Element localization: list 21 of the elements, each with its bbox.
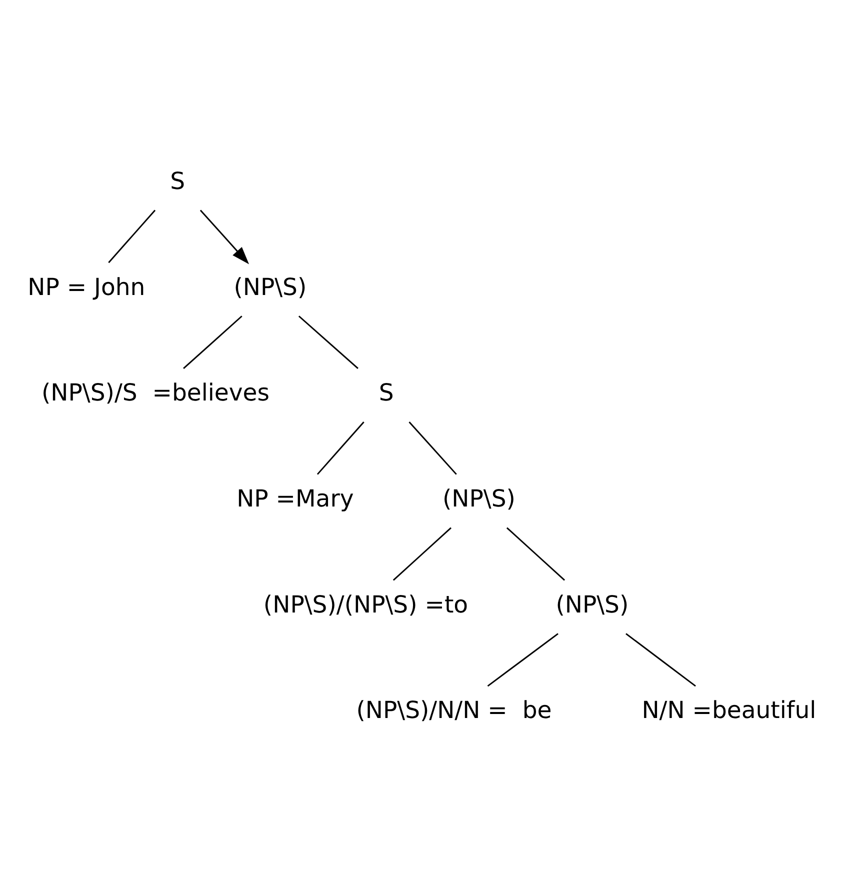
connector xyxy=(298,315,358,368)
node-text: (NP\S)/S =believes xyxy=(41,378,270,406)
node-text: S xyxy=(378,378,394,406)
connector xyxy=(316,420,364,474)
connector xyxy=(408,420,457,474)
arrow xyxy=(200,209,250,264)
node-text: (NP\S) xyxy=(556,590,629,618)
node-text: (NP\S) xyxy=(442,484,516,512)
node-text: S xyxy=(170,166,186,194)
node-text: (NP\S) xyxy=(234,272,307,300)
connector xyxy=(392,526,452,580)
connector xyxy=(108,209,156,263)
connector xyxy=(506,526,566,580)
node-text: NP =Mary xyxy=(236,484,354,512)
node-text: (NP\S)/(NP\S) =to xyxy=(263,590,468,618)
node-text: (NP\S)/N/N = be xyxy=(356,696,552,724)
connector xyxy=(487,632,558,686)
connector xyxy=(626,632,696,686)
connector xyxy=(183,315,242,368)
node-text: N/N =beautiful xyxy=(642,696,816,724)
node-text: NP = John xyxy=(28,272,146,300)
